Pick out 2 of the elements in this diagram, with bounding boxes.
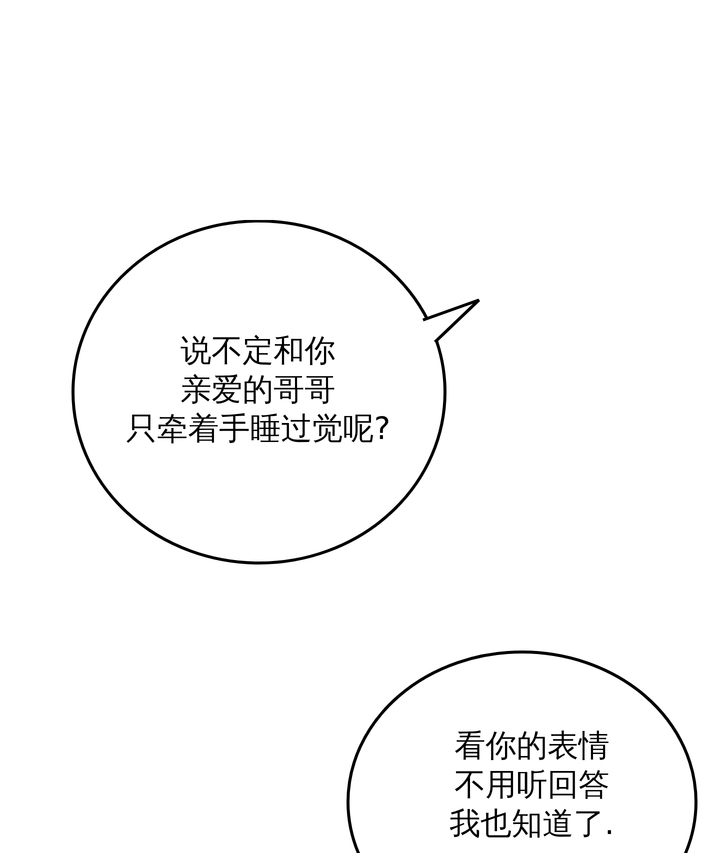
- dialogue-text: 说不定和你亲爱的哥哥只牵着手睡过觉呢?: [126, 332, 390, 449]
- dialogue-text: 看你的表情不用听回答我也知道了.: [450, 727, 614, 844]
